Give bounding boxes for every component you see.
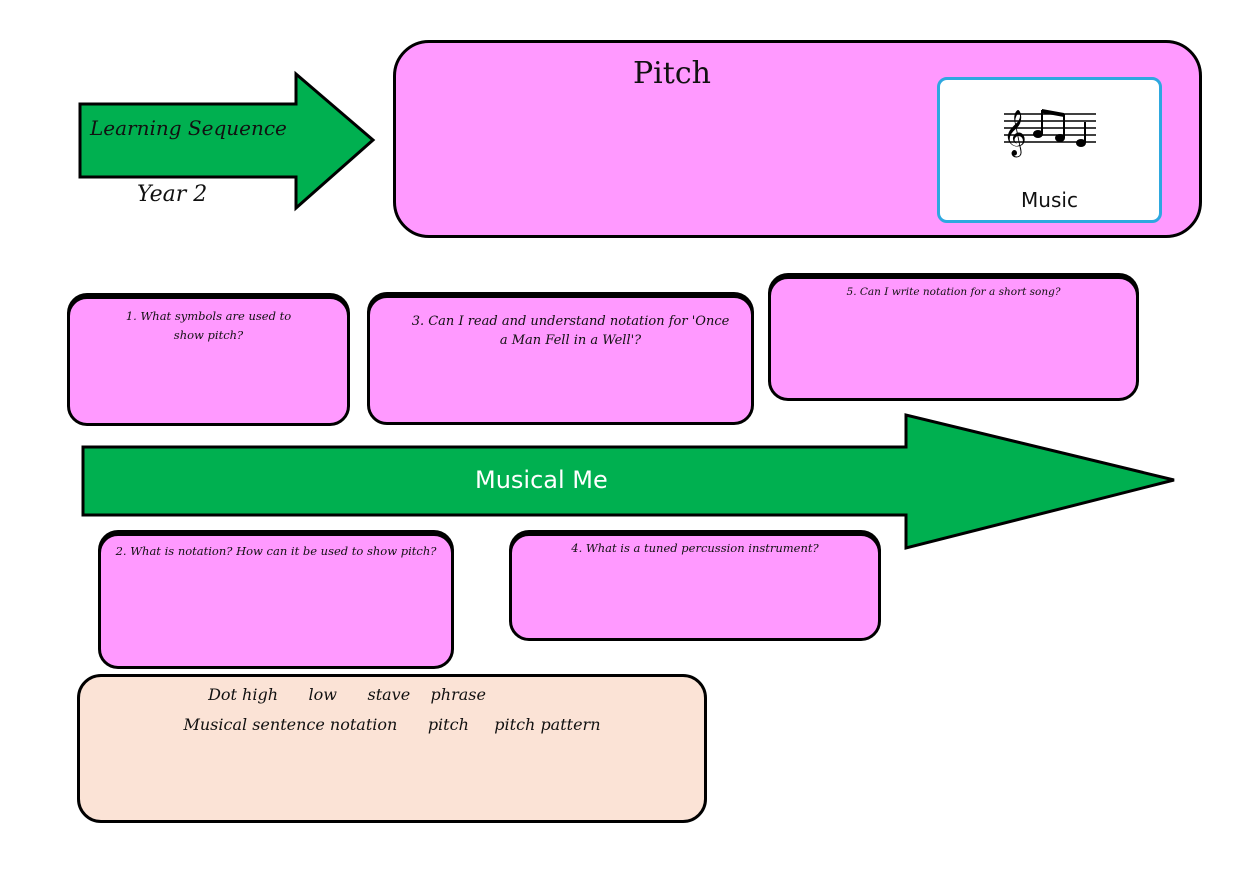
learning-sequence-arrow [78,70,376,212]
vocabulary-line-1: Dot high low stave phrase [208,685,486,704]
question-card-3: 3. Can I read and understand notation fo… [367,295,754,425]
question-5-text: 5. Can I write notation for a short song… [846,286,1061,298]
svg-text:𝄞: 𝄞 [1003,110,1027,158]
question-card-4: 4. What is a tuned percussion instrument… [509,533,881,641]
vocabulary-line-2: Musical sentence notation pitch pitch pa… [183,715,601,734]
vocabulary-box: Dot high low stave phrase Musical senten… [77,674,707,823]
question-1-text: 1. What symbols are used to show pitch? [125,309,292,342]
question-card-1: 1. What symbols are used to show pitch? [67,296,350,426]
question-card-2: 2. What is notation? How can it be used … [98,533,454,669]
topic-title: Pitch [633,56,711,91]
question-card-5: 5. Can I write notation for a short song… [768,276,1139,401]
year-label: Year 2 [137,182,208,207]
timeline-arrow [81,413,1175,550]
learning-sequence-label: Learning Sequence [90,116,287,140]
question-2-text: 2. What is notation? How can it be used … [115,544,437,558]
subject-label: Music [1021,188,1078,212]
music-notes-icon: 𝄞 [1003,109,1096,158]
question-3-text: 3. Can I read and understand notation fo… [411,314,730,348]
timeline-label: Musical Me [475,466,608,494]
subject-card: 𝄞 Music [937,77,1162,223]
question-4-text: 4. What is a tuned percussion instrument… [571,541,819,555]
